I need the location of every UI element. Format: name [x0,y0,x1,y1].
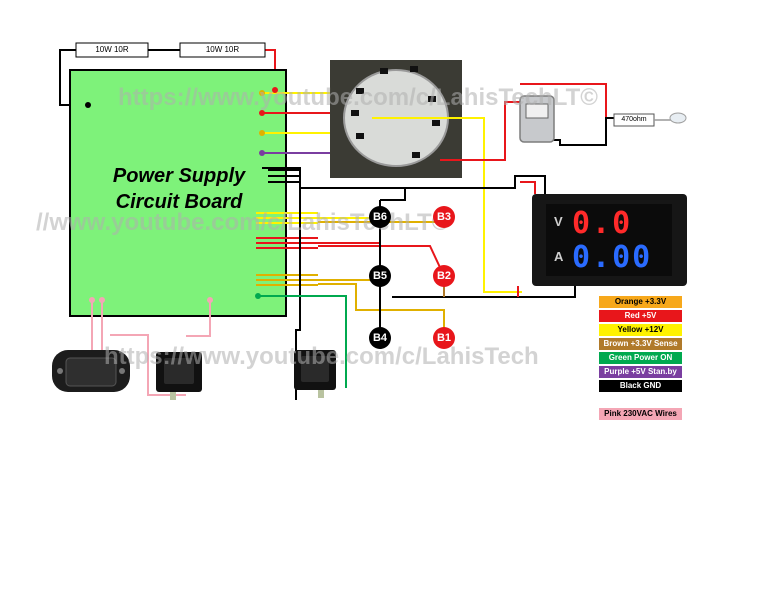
legend-item: Orange +3.3V [599,296,682,308]
pink-230vac-wires [91,300,211,396]
legend-item: Black GND [599,380,682,392]
volt-label: V [554,214,563,229]
post-b5: B5 [369,265,391,287]
legend-item: Purple +5V Stan.by [599,366,682,378]
wire-dots [85,87,278,156]
psu-title-line1: Power Supply [112,165,246,187]
power-supply-board [69,69,287,317]
usb-socket [519,95,555,143]
legend-item: Pink 230VAC Wires [599,408,682,420]
post-b6: B6 [369,206,391,228]
connector-output-wires [262,83,625,293]
power-on-rocker-switch [294,350,336,398]
psu-right-wire-bundles [256,169,318,286]
connector-pins [351,66,440,158]
amp-label: A [554,249,564,264]
resistor-r1 [75,42,149,58]
led-resistor-label: 470ohm [621,116,647,123]
resistor-r1-label: 10W 10R [95,45,129,54]
legend-item: Yellow +12V [599,324,682,336]
post-b2: B2 [433,265,455,287]
legend-item: Green Power ON [599,352,682,364]
resistor-r2 [179,42,266,58]
psu-title-line2: Circuit Board [115,191,243,213]
resistor-r2-label: 10W 10R [205,45,240,54]
volt-amp-display [546,204,672,276]
amp-readout: 0.00 [572,240,653,275]
post-b3: B3 [433,206,455,228]
volt-readout: 0.0 [572,206,633,241]
iec-power-socket [52,350,130,392]
post-b1: B1 [433,327,455,349]
mains-rocker-switch [156,352,202,400]
post-b4: B4 [369,327,391,349]
volt-amp-meter: V A 0.0 0.00 [532,194,687,286]
led [654,112,687,124]
legend-item: Brown +3.3V Sense [599,338,682,350]
psu-title: Power Supply Circuit Board [70,163,288,215]
mains-dots [89,293,261,303]
legend-item: Red +5V [599,310,682,322]
